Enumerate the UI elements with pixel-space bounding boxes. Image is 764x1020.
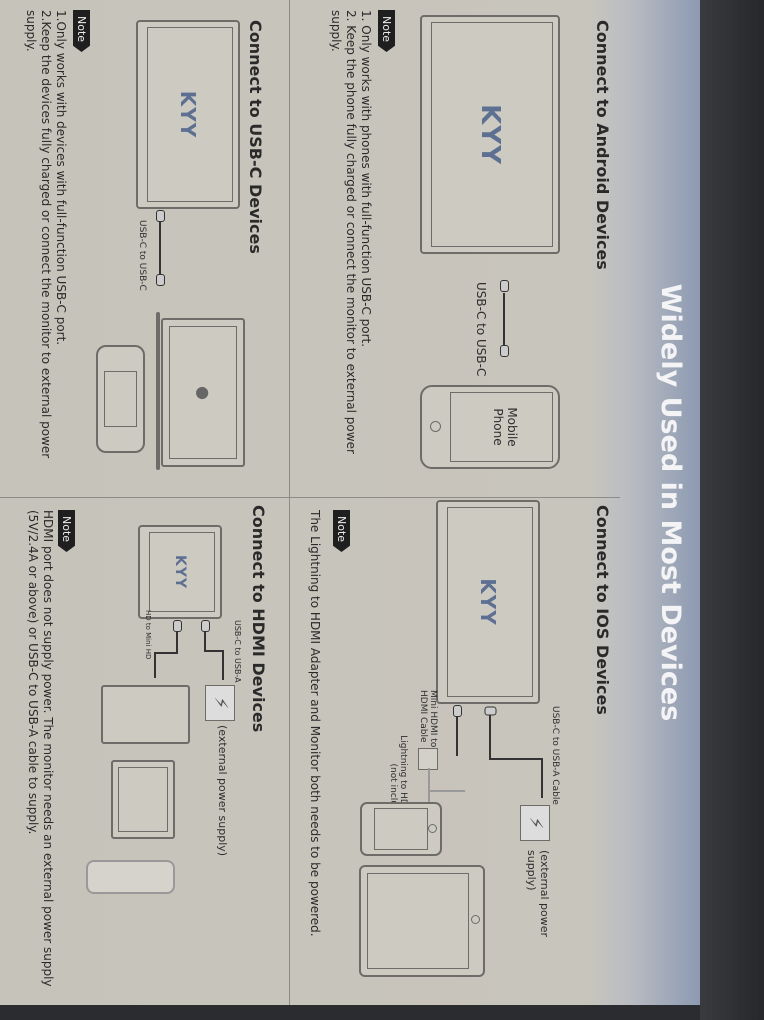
kyy-logo: KYY: [176, 90, 200, 139]
device-label: Mobile Phone: [491, 407, 519, 447]
laptop-base-icon: [156, 312, 160, 470]
note-line: 1. Only works with phones with full-func…: [359, 10, 373, 348]
note-text: 1. Only works with phones with full-func…: [328, 10, 373, 480]
note-line: 2.Keep the devices fully charged or conn…: [24, 10, 53, 459]
cable-icon: [154, 652, 178, 654]
cable-icon: [159, 222, 161, 274]
laptop-illustration: [111, 760, 175, 839]
cable-icon: [490, 758, 543, 760]
power-label: (external power supply): [216, 725, 229, 857]
game-console-illustration: [96, 345, 145, 453]
power-label: (external power supply): [525, 850, 551, 938]
cable-icon: [204, 632, 206, 652]
monitor-illustration: KYY: [138, 525, 222, 619]
divider-horizontal: [289, 0, 290, 1005]
note-text: 1.Only works with devices with full-func…: [23, 10, 68, 480]
hdmi-cable-label: HD to Mini HD: [144, 610, 152, 660]
ipad-illustration: [359, 865, 485, 977]
macbook-illustration: ●: [161, 318, 245, 467]
kyy-logo: KYY: [475, 104, 505, 165]
mobile-phone-illustration: Mobile Phone: [420, 385, 560, 469]
card-title: Widely Used in Most Devices: [655, 283, 686, 722]
iphone-illustration: [360, 802, 442, 856]
cable-label: USB-C to USB-C: [137, 220, 147, 291]
cable-icon: [541, 758, 543, 798]
instruction-card: Widely Used in Most Devices Connect to A…: [0, 0, 700, 1005]
battery-icon: ⚡: [205, 685, 235, 721]
adapter-icon: [418, 748, 438, 770]
note-line: 2. Keep the phone fully charged or conne…: [329, 10, 358, 454]
cable-icon: [204, 650, 224, 652]
cable-icon: [489, 715, 491, 760]
game-console-illustration: [101, 685, 190, 744]
plug-icon: [201, 620, 210, 632]
cable-icon: [176, 632, 178, 654]
monitor-illustration: KYY: [420, 15, 560, 254]
note-badge: Note: [333, 510, 350, 552]
kyy-logo: KYY: [172, 554, 188, 590]
section-heading: Connect to USB-C Devices: [246, 20, 265, 254]
kyy-logo: KYY: [476, 578, 500, 626]
cable-icon: [456, 716, 458, 756]
cable-icon: [154, 652, 156, 678]
power-cable-label: USB-C to USB-A Cable: [550, 706, 560, 805]
plug-icon: [500, 345, 509, 357]
power-cable-label: USB-C to USB-A: [233, 620, 242, 683]
note-text: The Lightning to HDMI Adapter and Monito…: [308, 510, 322, 937]
note-badge: Note: [73, 10, 90, 52]
plug-icon: [173, 620, 182, 632]
plug-icon: [156, 210, 165, 222]
section-heading: Connect to HDMI Devices: [249, 505, 268, 733]
cable-label: USB-C to USB-C: [474, 282, 488, 377]
note-text: HDMI port does not supply power. The mon…: [26, 510, 55, 987]
cable-icon: [503, 293, 505, 345]
divider-vertical: [0, 497, 620, 498]
note-badge: Note: [58, 510, 75, 552]
battery-icon: ⚡: [520, 805, 550, 841]
plug-icon: [500, 280, 509, 292]
ps5-illustration: [86, 860, 175, 894]
monitor-illustration: KYY: [136, 20, 240, 209]
monitor-illustration: KYY: [436, 500, 540, 704]
section-heading: Connect to Android Devices: [593, 20, 612, 270]
cable-icon: [428, 790, 465, 792]
cable-icon: [222, 650, 224, 680]
section-heading: Connect to IOS Devices: [593, 505, 612, 715]
plug-icon: [156, 274, 165, 286]
note-line: 1.Only works with devices with full-func…: [54, 10, 68, 346]
note-badge: Note: [378, 10, 395, 52]
background-surface: [700, 0, 764, 1020]
